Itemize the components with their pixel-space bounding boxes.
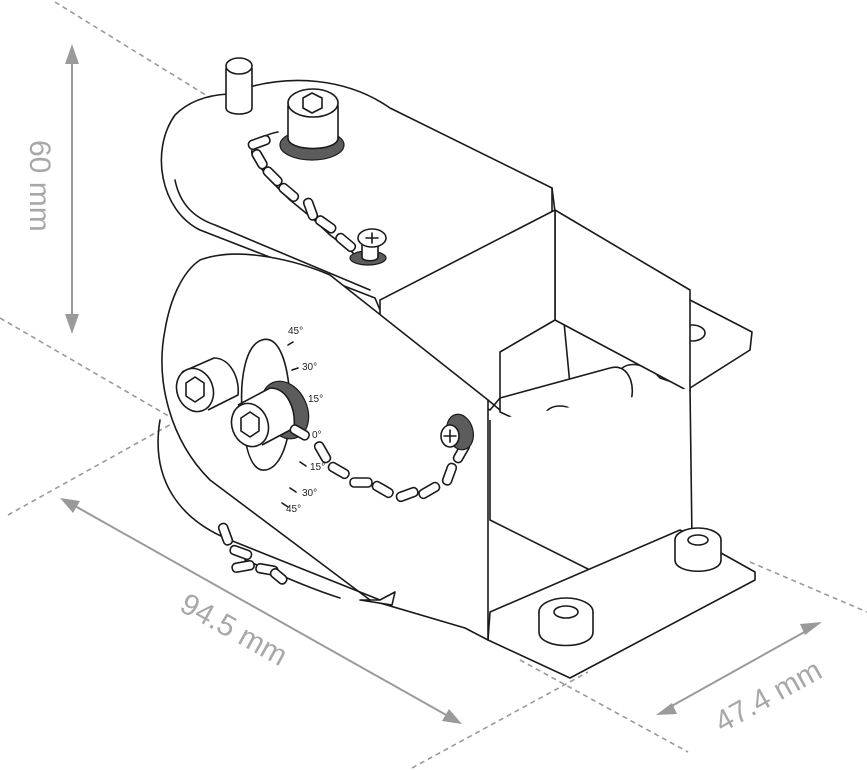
angle-label-45-bottom: 45° [286,504,301,515]
width-dimension: 47.4 mm [656,622,827,739]
angle-label-30-bottom: 30° [302,488,317,499]
height-dimension: 60 mm [23,44,79,334]
height-label: 60 mm [23,140,56,232]
top-cap-screw [279,88,345,161]
angle-scale: 45° 30° 15° 0° 15° 30° 45° [240,326,325,515]
length-label: 94.5 mm [175,587,293,672]
base-plate [487,527,756,679]
angle-label-15-bottom: 15° [310,462,325,473]
angle-label-30-top: 30° [302,362,317,373]
mounting-bracket [489,209,753,586]
ground-screw-icon [440,413,474,451]
width-label: 47.4 mm [709,654,827,739]
front-chain [289,424,471,503]
upper-cap-screw [175,357,239,413]
angle-label-0: 0° [312,430,322,441]
ground-screw-icon [349,228,387,266]
angle-label-15-top: 15° [308,394,323,405]
locating-pin [225,57,253,115]
angle-label-45-top: 45° [288,326,303,337]
top-chain [247,131,363,263]
bottom-chain [217,522,288,585]
